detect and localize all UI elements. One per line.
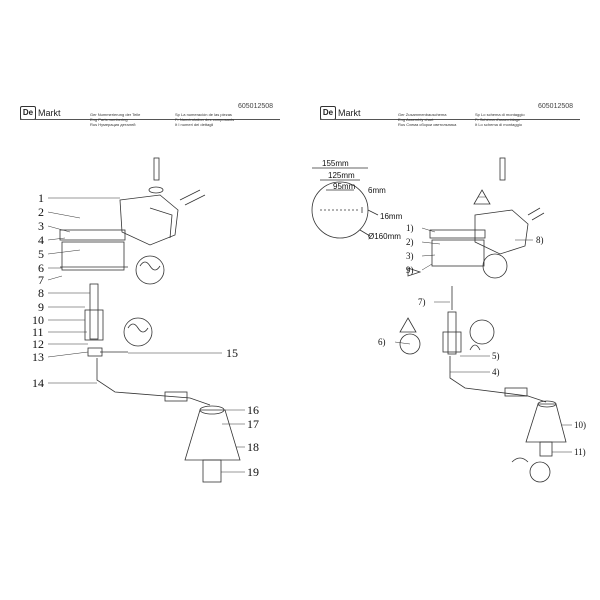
screwdriver-icon (499, 157, 506, 181)
header-line: Eng Parts numbering (90, 117, 128, 122)
junction-box (474, 209, 529, 255)
rotate-icon (469, 344, 481, 351)
dimension-label: Ø160mm (368, 232, 401, 241)
header-line: It I numeri dei dettagli (175, 122, 214, 127)
header-col-2: Sp La numeración de las piezas Fr Numéro… (175, 112, 234, 127)
step-label: 3) (406, 251, 414, 261)
part-number: 11 (32, 325, 44, 339)
step-label: 11) (574, 447, 586, 457)
assembly-diagram (311, 157, 572, 483)
part-number: 8 (38, 286, 44, 300)
part-number: 14 (32, 376, 44, 390)
header-col-2: Sp Lo schema di montaggio Fr Schéma d'as… (475, 112, 525, 127)
header-line: Fr Schéma d'assemblage (475, 117, 521, 122)
junction-box (119, 194, 179, 246)
step-label: 2) (406, 237, 414, 247)
rod (447, 311, 457, 355)
part-number: 9 (38, 300, 44, 314)
knob-icon (399, 333, 421, 355)
logo-word: Markt (38, 108, 61, 118)
part-number: 19 (247, 465, 259, 479)
lamp-socket (202, 459, 222, 483)
mounting-plate (429, 229, 486, 239)
product-code: 605012508 (238, 103, 274, 110)
lamp-shade (184, 409, 241, 461)
product-code: 605012508 (538, 103, 574, 110)
dimension-label: 125mm (328, 171, 355, 180)
coil-icon (135, 255, 165, 285)
canopy (61, 241, 125, 271)
part-number: 13 (32, 350, 44, 364)
lamp-arm (449, 356, 547, 403)
rotate-icon (511, 457, 529, 463)
header-line: It Lo schema di montaggio (475, 122, 522, 127)
rod (89, 283, 99, 340)
dimension-label: 16mm (380, 212, 403, 221)
step-label: 9) (406, 265, 414, 275)
part-number: 16 (247, 403, 259, 417)
header-line: Ger Zusammenbauschema (398, 112, 447, 117)
lamp-shade (525, 403, 567, 443)
wires-icon (527, 207, 545, 221)
parts-diagram (47, 157, 245, 483)
coil-icon (469, 319, 495, 345)
part-number: 6 (38, 261, 44, 275)
dimension-label: 155mm (322, 159, 349, 168)
header-line: Sp La numeración de las piezas (175, 112, 232, 117)
coil-icon (482, 253, 508, 279)
part-number: 17 (247, 417, 259, 431)
coil-icon (123, 317, 153, 347)
assembly-chart-sheet: De Markt 605012508 Ger Zusammenbauschema… (300, 0, 600, 600)
parts-numbering-sheet: De Markt 605012508 Ger Nummerierung der … (20, 103, 280, 483)
header-line: Fr Numérotation des composants (175, 117, 235, 122)
part-number: 15 (226, 346, 238, 360)
part-number: 4 (38, 233, 44, 247)
part-number: 1 (38, 191, 44, 205)
mounting-plate (59, 229, 126, 241)
step-label: 10) (574, 420, 586, 430)
part-number: 10 (32, 313, 44, 327)
header-col-1: Ger Zusammenbauschema Eng Assembly chart… (398, 112, 456, 127)
part-number: 5 (38, 247, 44, 261)
arrow-icon (407, 267, 422, 277)
canopy (431, 239, 485, 267)
step-label: 1) (406, 223, 414, 233)
wires-icon (179, 189, 206, 206)
header-divider (20, 119, 280, 120)
screwdriver-icon (153, 157, 160, 181)
lamp-socket (539, 441, 553, 457)
step-label: 5) (492, 351, 500, 361)
dimension-label: 6mm (368, 186, 386, 195)
header-line: Rus Нумерация деталей (90, 122, 136, 127)
header-divider (320, 119, 580, 120)
header-line: Sp Lo schema di montaggio (475, 112, 525, 117)
header-line: Ger Nummerierung der Teile (90, 112, 141, 117)
step-label: 7) (418, 297, 426, 307)
bulb-icon (529, 461, 551, 483)
dimension-label: 95mm (333, 182, 356, 191)
step-label: 6) (378, 337, 386, 347)
part-number: 7 (38, 273, 44, 287)
part-number: 3 (38, 219, 44, 233)
step-label: 8) (536, 235, 544, 245)
part-number: 2 (38, 205, 44, 219)
lamp-arm (96, 358, 211, 406)
step-label: 4) (492, 367, 500, 377)
logo-word: Markt (338, 108, 361, 118)
header-line: Rus Схема сборки светильника (398, 122, 457, 127)
header-line: Eng Assembly chart (398, 117, 434, 122)
warning-icon (399, 317, 417, 333)
header-col-1: Ger Nummerierung der Teile Eng Parts num… (90, 112, 140, 127)
part-number: 12 (32, 337, 44, 351)
part-number: 18 (247, 440, 259, 454)
